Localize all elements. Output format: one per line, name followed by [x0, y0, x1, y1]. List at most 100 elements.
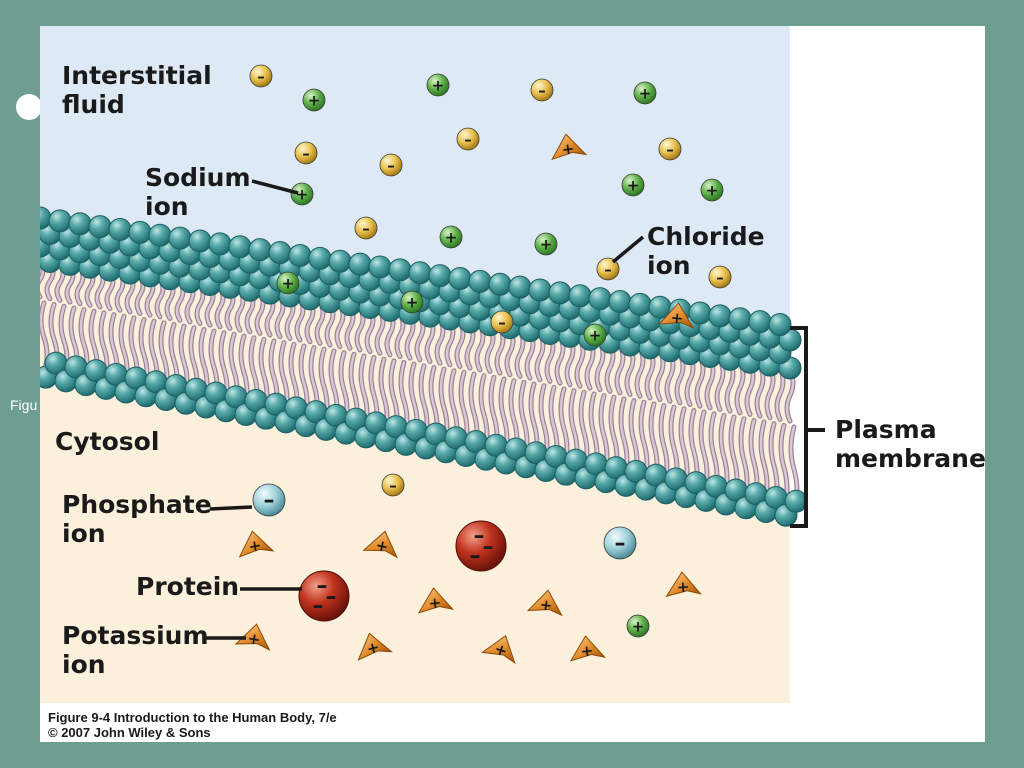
- lipid-head: [188, 229, 212, 253]
- lipid-head: [108, 218, 132, 242]
- sodium-ion: +: [626, 614, 650, 638]
- sodium-ion-body: [700, 178, 724, 202]
- slide-bullet: [16, 94, 42, 120]
- sodium-ion-body: [621, 173, 645, 197]
- sodium-ion-body: [626, 614, 650, 638]
- sodium-ion-body: [633, 81, 657, 105]
- chloride-ion-body: [708, 265, 732, 289]
- sodium-ion: +: [700, 178, 724, 202]
- protein-charge: –: [483, 535, 494, 560]
- potassium-ion: +: [481, 634, 516, 665]
- sodium-ion-body: [534, 232, 558, 256]
- lipid-head: [708, 304, 732, 328]
- protein: –––: [455, 520, 507, 572]
- lipid-head: [528, 278, 552, 302]
- potassium-ion-charge: +: [492, 639, 510, 660]
- protein-charge: –: [474, 524, 485, 549]
- lipid-head: [368, 255, 392, 279]
- ions: ++++++++++++–––––––––––––––––––+++++++++…: [234, 64, 732, 665]
- potassium-ion-body: [481, 634, 516, 665]
- potassium-ion: +: [665, 571, 702, 597]
- sodium-leader-line: [251, 179, 299, 195]
- sodium-ion-body: [302, 88, 326, 112]
- potassium-ion-charge: +: [539, 595, 554, 615]
- potassium-ion-charge: +: [580, 641, 594, 660]
- sodium-ion-body: [426, 73, 450, 97]
- potassium-ion-body: [362, 530, 399, 559]
- chloride-ion-charge: –: [387, 157, 395, 175]
- phosphate-ion-charge: –: [615, 531, 626, 556]
- protein-body: [298, 570, 350, 622]
- sodium-ion-charge: +: [639, 85, 652, 103]
- potassium-ion-body: [238, 530, 275, 558]
- lipid-head: [728, 307, 752, 331]
- chloride-ion: –: [354, 216, 378, 240]
- lipid-head: [208, 232, 232, 256]
- chloride-ion-charge: –: [302, 145, 310, 163]
- sodium-ion-charge: +: [632, 618, 645, 636]
- lipid-head: [268, 241, 292, 265]
- potassium-ion-charge: +: [247, 536, 263, 556]
- chloride-ion-body: [456, 127, 480, 151]
- lipid-head: [68, 212, 92, 236]
- sodium-ion-charge: +: [296, 186, 309, 204]
- sodium-ion: +: [290, 182, 314, 206]
- chloride-ion: –: [530, 78, 554, 102]
- potassium-ion-body: [658, 302, 695, 329]
- sodium-ion-body: [583, 323, 607, 347]
- phosphate-ion: –: [252, 483, 286, 517]
- sodium-ion-charge: +: [432, 77, 445, 95]
- sodium-ion: +: [426, 73, 450, 97]
- lipid-head: [348, 252, 372, 276]
- chloride-ion-charge: –: [604, 261, 612, 279]
- potassium-ion-body: [417, 587, 455, 614]
- lipid-head: [428, 264, 452, 288]
- lipid-head: [308, 246, 332, 270]
- lipid-head: [608, 290, 632, 314]
- chloride-ion: –: [490, 310, 514, 334]
- potassium-ion-charge: +: [561, 139, 576, 159]
- plasma-membrane-bracket: [790, 326, 808, 528]
- chloride-ion: –: [294, 141, 318, 165]
- lipid-head: [468, 269, 492, 293]
- lipid-head: [568, 284, 592, 308]
- sodium-ion: +: [400, 290, 424, 314]
- protein-label: Protein: [136, 572, 239, 601]
- cytosol-label: Cytosol: [55, 427, 159, 456]
- chloride-ion-body: [596, 257, 620, 281]
- potassium-ion-charge: +: [676, 578, 690, 597]
- chloride-ion-charge: –: [389, 477, 397, 495]
- sodium-ion-charge: +: [706, 182, 719, 200]
- protein-charge: –: [470, 544, 481, 569]
- lipid-head: [488, 272, 512, 296]
- chloride-ion-charge: –: [538, 82, 546, 100]
- sodium-ion-charge: +: [406, 294, 419, 312]
- lipid-head: [768, 313, 792, 337]
- chloride-ion: –: [708, 265, 732, 289]
- copyright-line: © 2007 John Wiley & Sons: [48, 725, 211, 740]
- potassium-ion-body: [234, 623, 271, 651]
- chloride-ion-body: [530, 78, 554, 102]
- background-text-fragment: Figu: [10, 397, 38, 413]
- protein: –––: [298, 570, 350, 622]
- sodium-ion: +: [633, 81, 657, 105]
- potassium-ion-charge: +: [374, 536, 390, 556]
- lipid-head: [328, 249, 352, 273]
- chloride-ion: –: [379, 153, 403, 177]
- sodium-ion-body: [439, 225, 463, 249]
- protein-charge: –: [313, 594, 324, 619]
- chloride-ion-body: [249, 64, 273, 88]
- chloride-ion: –: [381, 473, 405, 497]
- lipid-head: [248, 238, 272, 262]
- lipid-head: [88, 215, 112, 239]
- phosphate-ion-charge: –: [264, 488, 275, 513]
- chloride-ion-body: [381, 473, 405, 497]
- potassium-ion: +: [526, 589, 563, 617]
- potassium-ion-charge: +: [246, 629, 262, 649]
- sodium-ion-charge: +: [589, 327, 602, 345]
- potassium-ion-body: [569, 635, 607, 662]
